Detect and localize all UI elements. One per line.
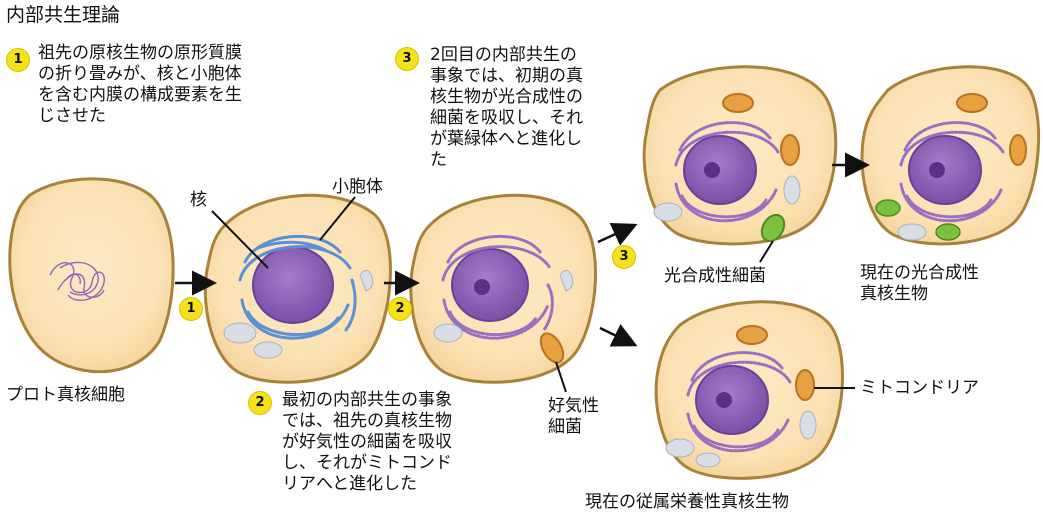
nucleus-shape [252, 246, 334, 324]
protoeukaryote-cell [8, 177, 175, 374]
diagram-title: 内部共生理論 [6, 4, 121, 26]
process-arrows [175, 152, 870, 347]
label-photosynthetic-bacterium: 光合成性細菌 [664, 266, 766, 286]
heterotrophic-eukaryote-cell [654, 300, 844, 480]
step-1-text: 祖先の原核生物の原形質膜 の折り畳みが、核と小胞体 を含む内膜の構成要素を生 じ… [38, 43, 242, 126]
eukaryote-engulfing-photosynthetic-bacterium [642, 65, 838, 246]
step-2-text: 最初の内部共生の事象 では、祖先の真核生物 が好気性の細菌を吸収 し、それがミト… [282, 390, 452, 494]
photosynthetic-bacterium-leader [759, 240, 774, 263]
nucleoid-dna [49, 261, 105, 302]
label-protoeukaryote: プロト真核細胞 [6, 385, 125, 405]
step-badge-1: 1 [6, 48, 30, 72]
aerobic-bacterium-leader [555, 361, 567, 393]
photosynthetic-eukaryote-cell [860, 65, 1041, 246]
arrow-badge-1: 1 [179, 297, 203, 321]
arrow-badge-2: 2 [388, 297, 412, 321]
step-badge-3: 3 [395, 47, 419, 71]
er-membranes [238, 234, 357, 340]
label-photosynthetic-eukaryote: 現在の光合成性 真核生物 [860, 263, 979, 304]
aerobic-bacterium-shape [539, 332, 565, 364]
photosynthetic-bacterium-shape [760, 213, 786, 243]
label-nucleus: 核 [190, 190, 207, 210]
leader-lines [211, 196, 855, 393]
label-heterotrophic-eukaryote: 現在の従属栄養性真核生物 [585, 492, 789, 512]
arrow-3a [597, 222, 638, 246]
arrow-3b [599, 324, 638, 347]
step-3-text: 2回目の内部共生の 事象では、初期の真 核生物が光合成性の 細菌を吸収し、それ … [430, 45, 583, 170]
nucleus-leader [211, 210, 269, 269]
er-leader [319, 196, 356, 241]
label-mitochondria: ミトコンドリア [860, 378, 979, 398]
arrow-badge-3: 3 [612, 245, 636, 269]
label-aerobic-bacterium: 好気性 細菌 [548, 396, 599, 437]
eukaryote-engulfing-bacterium [409, 193, 598, 384]
early-eukaryote-cell [203, 193, 392, 384]
label-er: 小胞体 [332, 177, 383, 197]
step-badge-2: 2 [248, 391, 272, 415]
